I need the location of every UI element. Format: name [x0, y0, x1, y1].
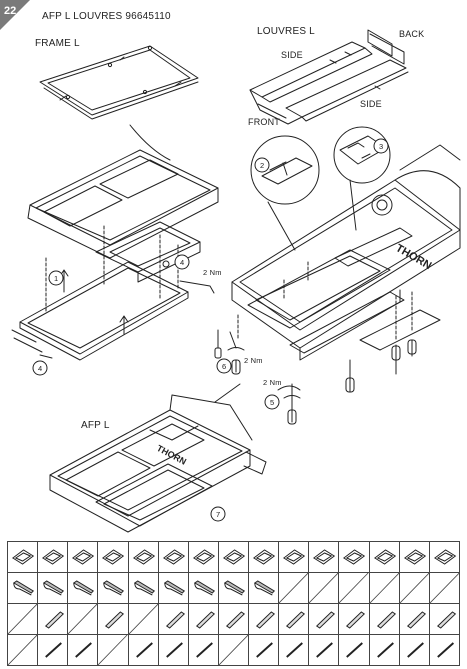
rod-icon — [127, 634, 159, 666]
frame-icon — [398, 541, 430, 573]
torque-label-a: 2 Nm — [203, 268, 222, 277]
step-markers — [32, 138, 389, 522]
step-1: 1 — [54, 274, 59, 283]
empty-cell — [368, 572, 400, 604]
louvre-side-icon — [368, 603, 400, 635]
rod-icon — [338, 634, 370, 666]
parts-row-louvre-side — [6, 603, 461, 635]
louvre-side-icon — [308, 603, 340, 635]
louvre-side-icon — [157, 603, 189, 635]
page-number: 22 — [4, 5, 17, 17]
frame-label: FRAME L — [35, 38, 80, 49]
empty-cell — [6, 603, 39, 635]
rod-icon — [67, 634, 99, 666]
louvre-side-icon — [338, 603, 370, 635]
frame-icon — [37, 541, 69, 573]
empty-cell — [278, 572, 310, 604]
luminaire-with-louvres-drawing — [214, 144, 461, 425]
empty-cell — [67, 603, 99, 635]
front-label: FRONT — [248, 117, 280, 127]
rod-icon — [308, 634, 340, 666]
frame-icon — [308, 541, 340, 573]
rod-icon — [428, 634, 461, 666]
luminaire-with-frame-drawing — [11, 124, 219, 361]
frame-icon — [247, 541, 280, 573]
detail-magnifiers — [250, 126, 391, 251]
empty-cell — [127, 603, 159, 635]
louvre-curved-icon — [247, 572, 280, 604]
frame-icon — [217, 541, 250, 573]
rod-icon — [247, 634, 280, 666]
empty-cell — [338, 572, 370, 604]
empty-cell — [97, 634, 129, 666]
empty-cell — [308, 572, 340, 604]
side-label-bottom: SIDE — [360, 99, 382, 109]
louvre-side-icon — [428, 603, 461, 635]
louvres-label: LOUVRES L — [257, 26, 315, 37]
louvre-curved-icon — [6, 572, 39, 604]
louvre-curved-icon — [157, 572, 189, 604]
empty-cell — [428, 572, 461, 604]
torque-label-c: 2 Nm — [263, 378, 282, 387]
step-5: 5 — [270, 398, 275, 407]
louvre-side-icon — [398, 603, 430, 635]
louvre-curved-icon — [217, 572, 250, 604]
step-6: 6 — [222, 362, 227, 371]
frame-icon — [428, 541, 461, 573]
rod-icon — [37, 634, 69, 666]
louvre-curved-icon — [97, 572, 129, 604]
frame-icon — [127, 541, 159, 573]
parts-grid — [6, 541, 461, 666]
louvre-side-icon — [187, 603, 219, 635]
frame-icon — [97, 541, 129, 573]
afp-l-drawing — [49, 383, 267, 533]
back-label: BACK — [399, 29, 425, 39]
frame-icon — [368, 541, 400, 573]
rod-icon — [368, 634, 400, 666]
empty-cell — [6, 634, 39, 666]
step-7: 7 — [216, 510, 221, 519]
step-4a: 4 — [180, 258, 185, 267]
step-3: 3 — [379, 142, 384, 151]
frame-icon — [6, 541, 39, 573]
side-label-top: SIDE — [281, 50, 303, 60]
empty-cell — [217, 634, 250, 666]
louvre-side-icon — [37, 603, 69, 635]
rod-icon — [187, 634, 219, 666]
step-2: 2 — [260, 161, 265, 170]
louvre-curved-icon — [127, 572, 159, 604]
frame-icon — [278, 541, 310, 573]
louvre-curved-icon — [67, 572, 99, 604]
frame-icon — [338, 541, 370, 573]
louvre-side-icon — [247, 603, 280, 635]
rod-icon — [157, 634, 189, 666]
parts-row-frame — [6, 541, 461, 573]
rod-icon — [398, 634, 430, 666]
empty-cell — [398, 572, 430, 604]
frame-icon — [187, 541, 219, 573]
louvre-curved-icon — [187, 572, 219, 604]
torque-label-b: 2 Nm — [244, 356, 263, 365]
step-4b: 4 — [38, 364, 43, 373]
louvre-side-icon — [97, 603, 129, 635]
frame-l-drawing — [39, 45, 199, 120]
louvre-curved-icon — [37, 572, 69, 604]
parts-row-rod — [6, 634, 461, 666]
rod-icon — [278, 634, 310, 666]
louvre-side-icon — [278, 603, 310, 635]
louvre-side-icon — [217, 603, 250, 635]
frame-icon — [67, 541, 99, 573]
parts-row-louvre-curved — [6, 572, 461, 604]
document-title: AFP L LOUVRES 96645110 — [42, 11, 171, 22]
louvres-l-drawing — [249, 29, 409, 125]
frame-icon — [157, 541, 189, 573]
afp-label: AFP L — [81, 420, 110, 431]
